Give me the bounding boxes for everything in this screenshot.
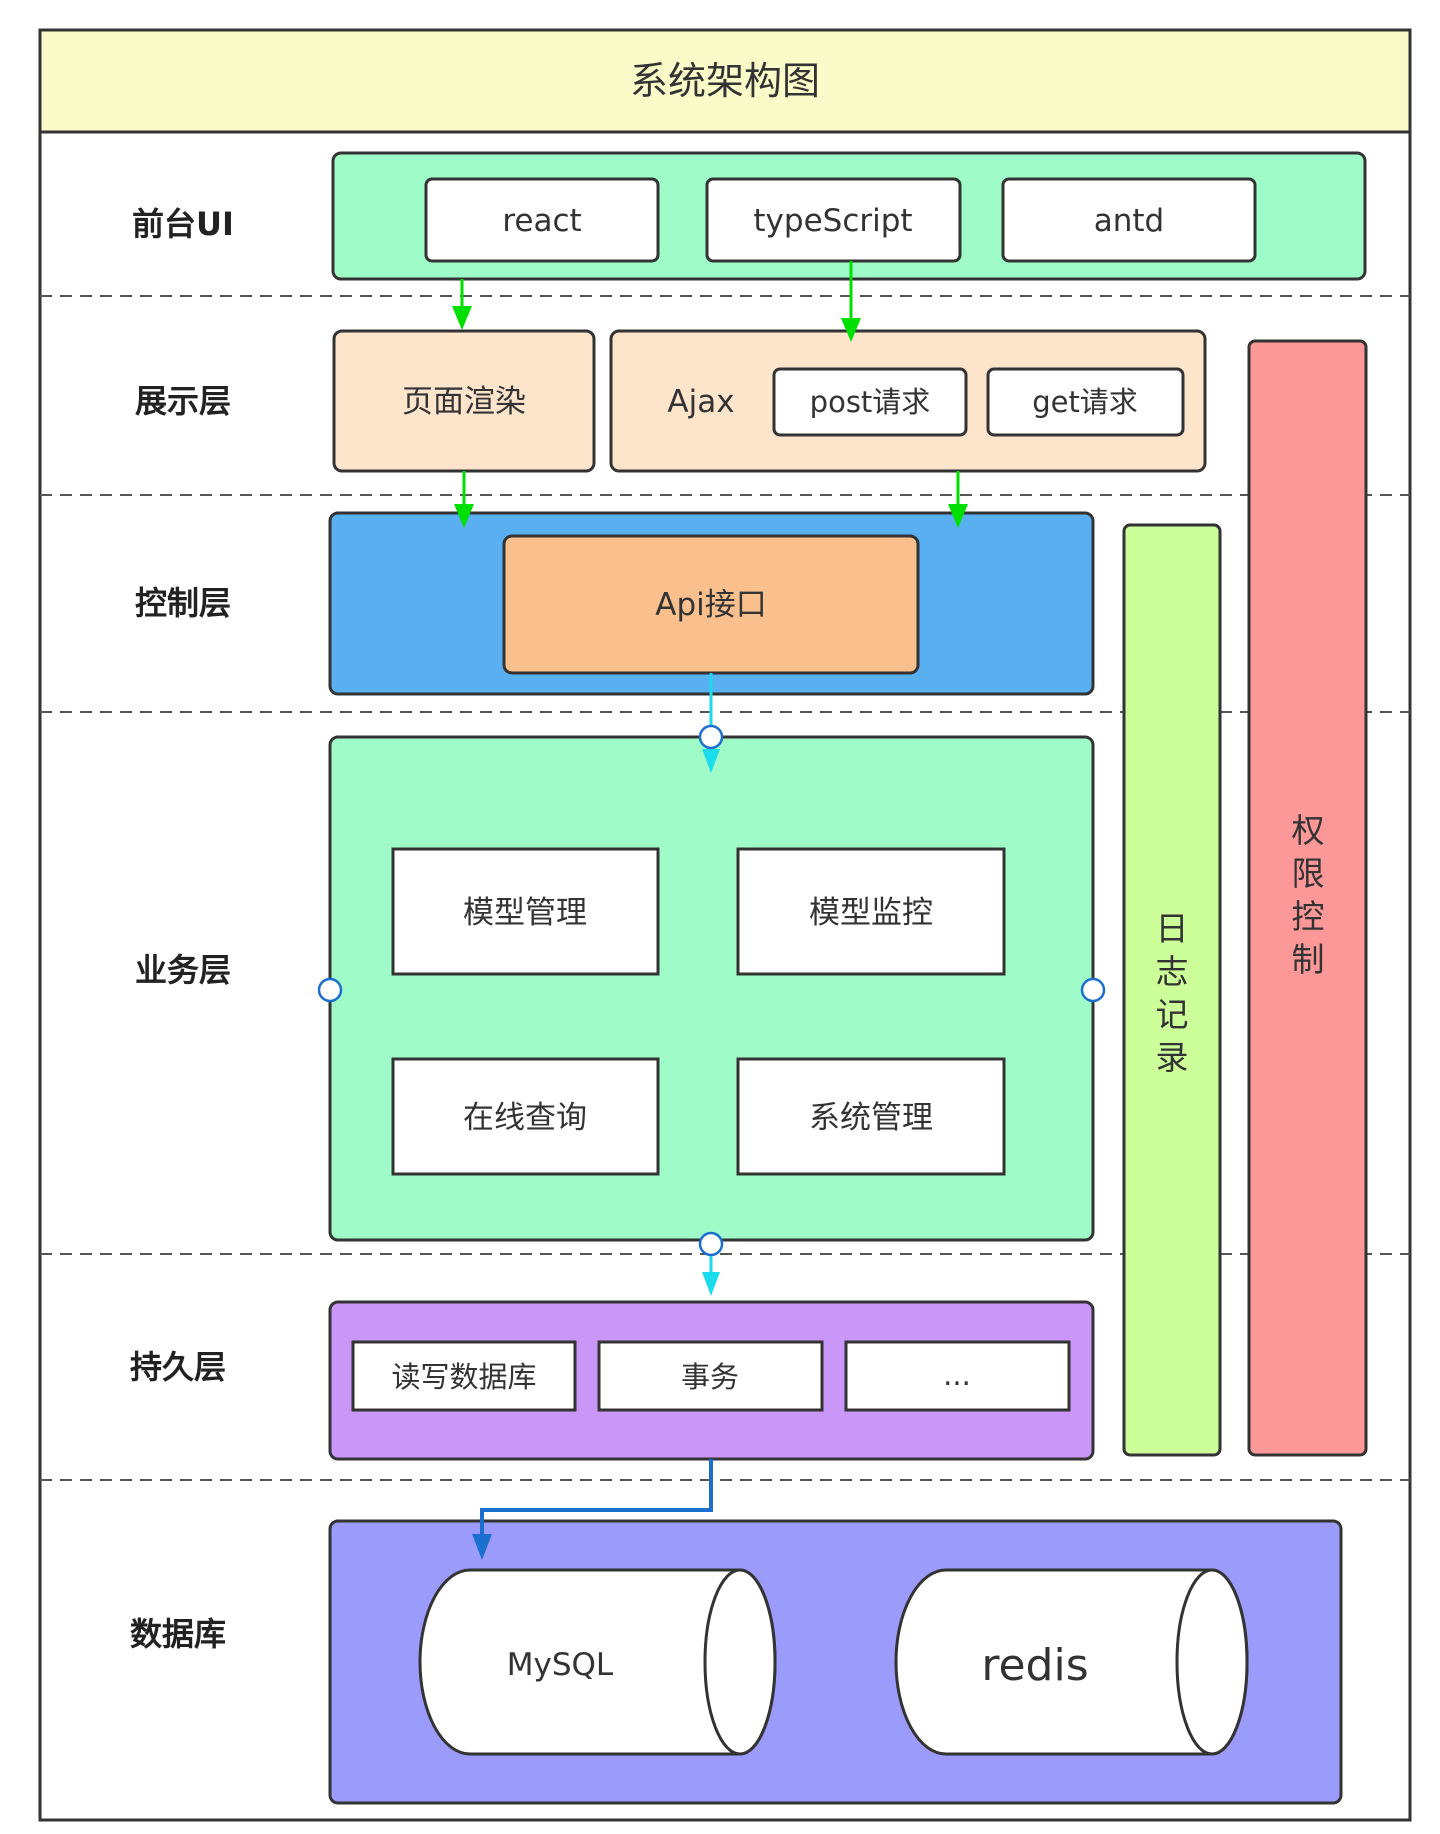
ajax-label: Ajax	[667, 384, 734, 420]
svg-text:限: 限	[1292, 854, 1325, 893]
svg-text:读写数据库: 读写数据库	[391, 1360, 536, 1394]
svg-text:react: react	[502, 203, 581, 239]
svg-text:制: 制	[1292, 940, 1325, 979]
layer-label-presentation: 展示层	[135, 382, 231, 420]
svg-text:模型管理: 模型管理	[463, 895, 587, 931]
svg-text:系统管理: 系统管理	[809, 1100, 933, 1136]
system-manage-box: 系统管理	[736, 1057, 1006, 1176]
post-request-box: post请求	[772, 367, 968, 437]
layer-label-business: 业务层	[135, 951, 231, 989]
svg-text:权: 权	[1292, 811, 1325, 850]
svg-text:Api接口: Api接口	[655, 587, 767, 623]
react-box: react	[424, 177, 660, 263]
permission-bar	[1247, 339, 1368, 1457]
svg-text:post请求: post请求	[810, 385, 931, 419]
connector-top	[698, 724, 724, 750]
svg-text:MySQL: MySQL	[507, 1647, 614, 1683]
logging-bar	[1122, 523, 1222, 1457]
transaction-box: 事务	[597, 1340, 824, 1412]
diagram-title: 系统架构图	[630, 59, 820, 103]
svg-text:antd: antd	[1094, 203, 1164, 239]
connection-points	[317, 724, 1106, 1257]
arrow-typescript-to-ajax	[841, 261, 861, 342]
layer-label-frontend: 前台UI	[132, 205, 234, 243]
svg-text:志: 志	[1156, 952, 1189, 991]
svg-text:模型监控: 模型监控	[809, 895, 933, 931]
connector-bottom	[698, 1231, 724, 1257]
online-query-box: 在线查询	[391, 1057, 660, 1176]
arrow-persistence-to-mysql	[472, 1459, 713, 1560]
api-interface-box: Api接口	[502, 534, 920, 675]
connector-left	[317, 977, 343, 1003]
get-request-box: get请求	[986, 367, 1185, 437]
permission-label: 权 限 控 制	[1292, 811, 1325, 979]
svg-text:日: 日	[1156, 909, 1189, 948]
svg-text:redis: redis	[981, 1640, 1088, 1691]
title-header	[38, 28, 1412, 134]
svg-text:事务: 事务	[681, 1360, 739, 1394]
arrow-react-to-render	[452, 279, 472, 330]
svg-text:get请求: get请求	[1032, 385, 1138, 419]
svg-text:页面渲染: 页面渲染	[402, 384, 526, 420]
svg-text:typeScript: typeScript	[753, 203, 912, 239]
layer-label-database: 数据库	[130, 1615, 226, 1653]
model-monitor-box: 模型监控	[736, 847, 1006, 976]
more-box: ...	[844, 1340, 1071, 1412]
mysql-cylinder: MySQL	[418, 1568, 777, 1756]
logging-label: 日 志 记 录	[1156, 909, 1189, 1077]
svg-text:录: 录	[1156, 1038, 1189, 1077]
arrow-render-to-control	[454, 471, 474, 528]
antd-box: antd	[1001, 177, 1257, 263]
layer-label-persistence: 持久层	[130, 1348, 226, 1386]
read-write-db-box: 读写数据库	[351, 1340, 577, 1412]
svg-text:在线查询: 在线查询	[463, 1100, 587, 1136]
arrow-ajax-to-control	[948, 471, 968, 528]
svg-text:记: 记	[1156, 995, 1189, 1034]
model-manage-box: 模型管理	[391, 847, 660, 976]
svg-text:...: ...	[943, 1358, 971, 1392]
page-render-box: 页面渲染	[332, 329, 596, 473]
layer-label-control: 控制层	[135, 584, 231, 622]
redis-cylinder: redis	[894, 1568, 1249, 1756]
connector-right	[1080, 977, 1106, 1003]
typescript-box: typeScript	[705, 177, 962, 263]
svg-text:控: 控	[1292, 897, 1325, 936]
